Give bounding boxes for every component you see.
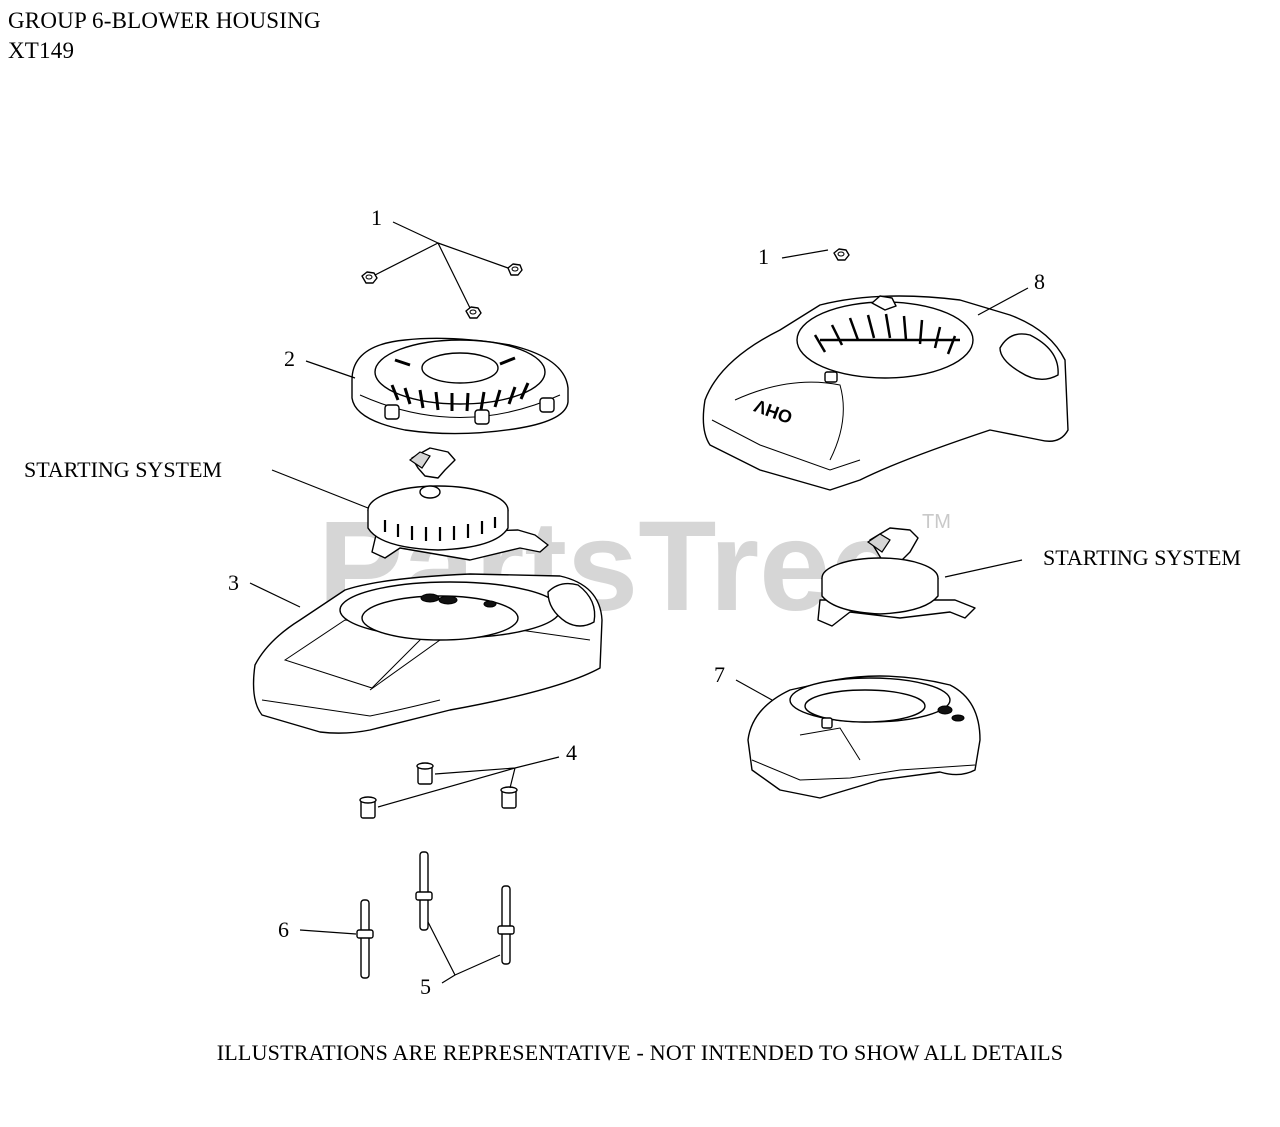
footer-disclaimer: ILLUSTRATIONS ARE REPRESENTATIVE - NOT I… — [216, 1040, 1064, 1065]
callout-6: 6 — [278, 917, 289, 942]
group-title: GROUP 6-BLOWER HOUSING — [8, 8, 321, 33]
callout-1-right: 1 — [758, 244, 769, 269]
nut-right-part — [833, 248, 850, 261]
leader-starting-system-left — [271, 469, 369, 509]
leader-item-1-left — [374, 221, 509, 309]
callout-4: 4 — [566, 740, 577, 765]
page-header: GROUP 6-BLOWER HOUSING XT149 — [8, 6, 321, 66]
engine-cover-part: OHV — [702, 295, 1069, 491]
callout-7: 7 — [714, 662, 725, 687]
callout-8: 8 — [1034, 269, 1045, 294]
leader-item-4 — [377, 756, 560, 808]
blower-housing-part — [252, 573, 603, 734]
leader-item-1-right — [781, 249, 829, 259]
callout-3: 3 — [228, 570, 239, 595]
leader-item-5 — [427, 921, 501, 984]
nut-group-left — [361, 263, 523, 319]
watermark-trademark: TM — [922, 511, 951, 533]
label-starting-system-right: STARTING SYSTEM — [1043, 545, 1241, 570]
lower-shroud-part — [747, 675, 981, 799]
callout-2: 2 — [284, 346, 295, 371]
starting-system-left-part — [367, 447, 549, 561]
recoil-cover-part — [351, 337, 569, 435]
callout-5: 5 — [420, 974, 431, 999]
label-starting-system-left: STARTING SYSTEM — [24, 457, 222, 482]
leader-item-8 — [977, 287, 1029, 316]
starting-system-right-part — [817, 527, 976, 627]
leader-item-3 — [249, 582, 301, 608]
stud-group — [356, 851, 515, 979]
model-number: XT149 — [8, 38, 75, 63]
leader-starting-system-right — [944, 559, 1023, 578]
leader-item-7 — [735, 679, 773, 701]
leader-item-6 — [299, 929, 357, 935]
bushing-group — [359, 762, 518, 819]
leader-item-2 — [305, 360, 356, 379]
callout-1-left: 1 — [371, 205, 382, 230]
